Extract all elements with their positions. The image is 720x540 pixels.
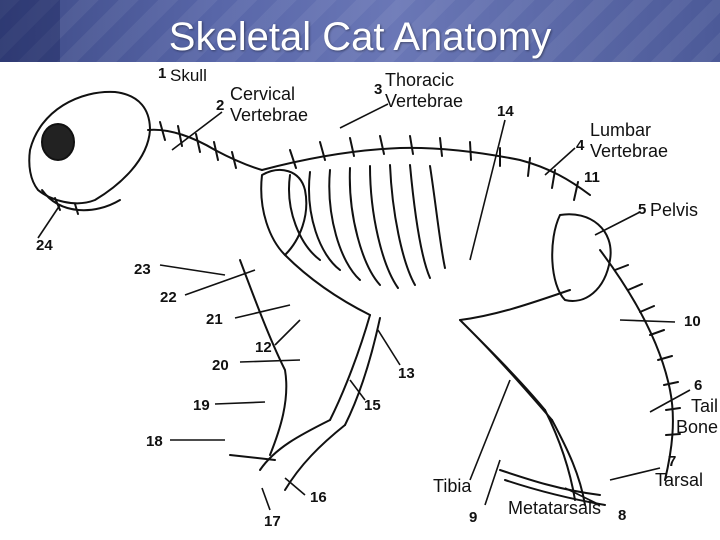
arrow-lumbar — [544, 147, 576, 176]
label-cervical-vertebrae: Cervical Vertebrae — [230, 84, 309, 125]
banner-left-band — [0, 0, 60, 62]
label-lumbar-vertebrae: Lumbar Vertebrae — [590, 120, 669, 161]
hind-foot — [544, 409, 586, 506]
arrow-12 — [274, 319, 301, 346]
cat-skeleton-drawing — [28, 90, 691, 511]
skull-bone — [28, 90, 151, 205]
number-label-15: 15 — [364, 397, 381, 414]
front-paw — [259, 419, 346, 491]
arrow-tarsal — [609, 467, 661, 481]
number-label-8: 8 — [618, 507, 627, 524]
pelvis-bone — [551, 213, 612, 302]
number-label-17: 17 — [264, 513, 281, 530]
arrow-pelvis — [594, 211, 641, 236]
number-label-5: 5 — [638, 201, 647, 218]
thoracic-spine — [261, 146, 591, 196]
label-thoracic-vertebrae: Thoracic Vertebrae — [385, 70, 464, 111]
label-tarsal: Tarsal — [655, 470, 704, 490]
label-skull: Skull — [170, 66, 207, 85]
number-label-6: 6 — [694, 377, 703, 394]
number-label-7: 7 — [668, 453, 677, 470]
label-metatarsals: Metatarsals — [508, 498, 602, 518]
arrow-17 — [261, 487, 271, 511]
arrow-thoracic — [339, 103, 389, 129]
arrow-19 — [214, 401, 266, 405]
number-label-19: 19 — [193, 397, 210, 414]
label-tibia: Tibia — [433, 476, 472, 496]
arrow-9 — [484, 459, 501, 506]
arrow-cervical — [171, 111, 223, 151]
number-label-12: 12 — [255, 339, 272, 356]
label-tail-bone: Tail Bone — [675, 396, 718, 437]
number-label-2: 2 — [216, 97, 225, 114]
second-forelimb — [229, 259, 288, 461]
scapula — [260, 169, 308, 256]
number-label-23: 23 — [134, 261, 151, 278]
arrow-tail — [649, 389, 691, 413]
arrow-23 — [159, 264, 226, 276]
arrow-10 — [619, 319, 676, 323]
tibia-bone — [459, 319, 553, 421]
eye-socket — [41, 123, 75, 161]
number-label-20: 20 — [212, 357, 229, 374]
number-label-21: 21 — [206, 311, 223, 328]
number-label-14: 14 — [497, 103, 514, 120]
number-label-1: 1 — [158, 65, 167, 82]
number-label-22: 22 — [160, 289, 177, 306]
number-label-24: 24 — [36, 237, 53, 254]
rib-cage — [288, 164, 446, 289]
banner-pattern — [0, 0, 720, 62]
cervical-spine — [147, 128, 263, 171]
femur — [459, 289, 571, 321]
number-label-11: 11 — [584, 169, 600, 186]
number-label-13: 13 — [398, 365, 415, 382]
number-label-18: 18 — [146, 433, 163, 450]
number-label-9: 9 — [469, 509, 478, 526]
title-banner: Skeletal Cat Anatomy — [0, 0, 720, 62]
arrow-22 — [184, 269, 256, 296]
arrow-20 — [239, 359, 301, 363]
page-title: Skeletal Cat Anatomy — [168, 15, 552, 59]
arrow-13 — [377, 329, 401, 366]
leader-lines — [37, 103, 691, 511]
tail-bones — [599, 249, 674, 481]
metatarsal-bones — [499, 469, 606, 506]
number-label-3: 3 — [374, 81, 383, 98]
arrow-15 — [349, 379, 366, 401]
arrow-21 — [234, 304, 291, 319]
number-label-10: 10 — [684, 313, 701, 330]
diagram-area: 1 Skull 2 Cervical Vertebrae 3 Thoracic … — [0, 62, 720, 540]
arrow-tibia — [469, 379, 511, 481]
jaw-bone — [41, 189, 121, 215]
arrow-metatarsals — [564, 487, 601, 506]
number-label-4: 4 — [576, 137, 585, 154]
humerus — [284, 254, 371, 316]
arrow-16 — [284, 477, 306, 496]
arrow-14 — [469, 119, 506, 261]
label-pelvis: Pelvis — [650, 200, 699, 220]
number-label-16: 16 — [310, 489, 327, 506]
arrow-24 — [37, 204, 61, 239]
forearm — [329, 314, 381, 426]
